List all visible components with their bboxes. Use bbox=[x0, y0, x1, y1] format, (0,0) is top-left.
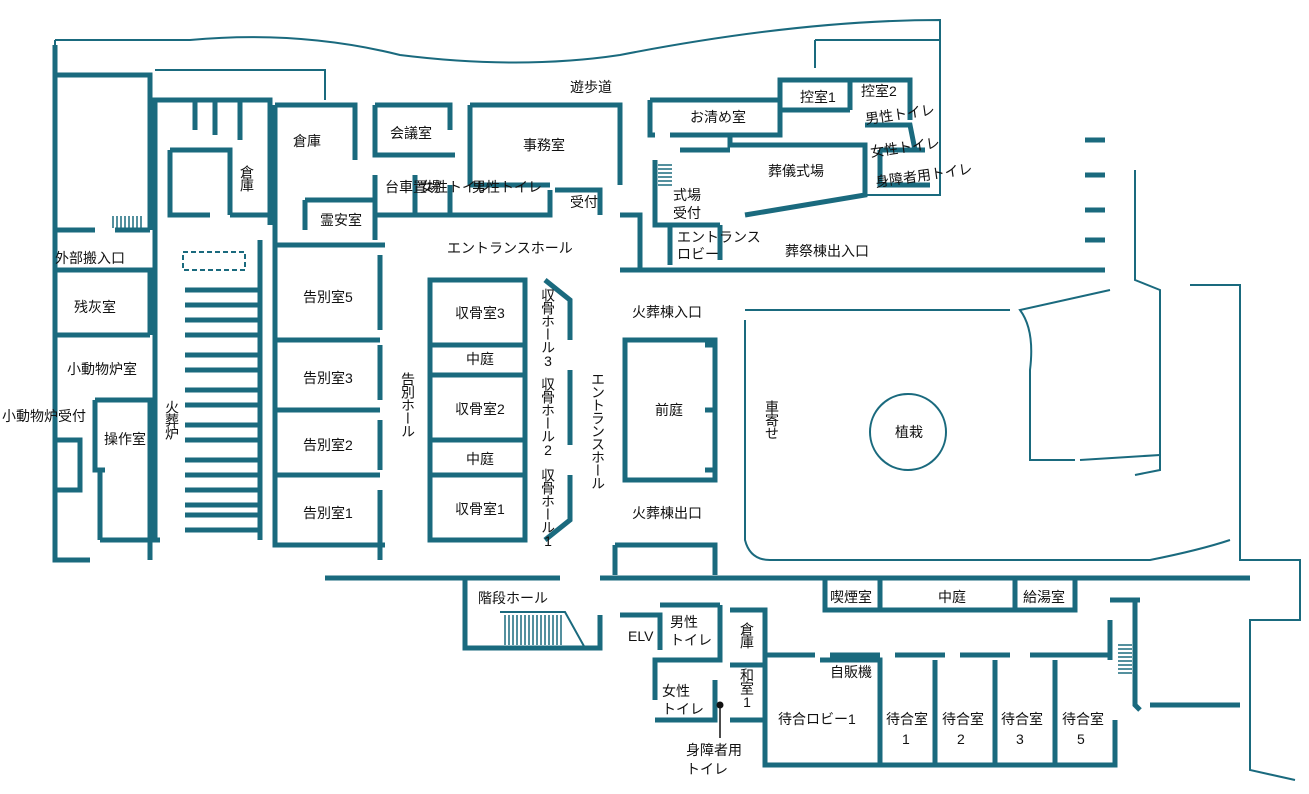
label-waiting-room-3a: 待合室 bbox=[1001, 711, 1043, 727]
label-male-toilet-lower-1: 男性 bbox=[670, 614, 698, 630]
label-operation-room: 操作室 bbox=[104, 431, 146, 447]
label-courtyard-lower: 中庭 bbox=[938, 589, 966, 605]
label-collection-3: 収骨室3 bbox=[455, 305, 505, 321]
label-front-garden: 前庭 bbox=[655, 402, 683, 418]
label-collection-hall-1: 収骨ホール1 bbox=[540, 468, 556, 548]
label-mortuary: 霊安室 bbox=[320, 212, 362, 228]
label-entrance-lobby-2: ロビー bbox=[677, 246, 719, 262]
site-outline bbox=[54, 18, 1301, 781]
label-waiting-room-5a: 待合室 bbox=[1062, 711, 1104, 727]
label-waiting-room-1b: 1 bbox=[902, 731, 910, 747]
label-elv: ELV bbox=[628, 628, 654, 644]
label-cremation-entrance: 火葬棟入口 bbox=[632, 304, 702, 320]
label-walkway: 遊歩道 bbox=[570, 79, 612, 95]
label-farewell-hall: 告別ホール bbox=[400, 372, 416, 437]
label-collection-hall-3: 収骨ホール3 bbox=[540, 288, 556, 368]
label-purification-room: お清め室 bbox=[690, 109, 746, 125]
label-collection-hall-2: 収骨ホール2 bbox=[540, 377, 556, 457]
label-farewell-3: 告別室3 bbox=[303, 370, 353, 386]
label-cart-storage: 台車置場 bbox=[385, 179, 441, 195]
label-ash-room: 残灰室 bbox=[74, 299, 116, 315]
label-waiting-1: 控室1 bbox=[800, 89, 836, 105]
label-vending: 自販機 bbox=[830, 664, 872, 680]
label-farewell-2: 告別室2 bbox=[303, 437, 353, 453]
label-accessible-toilet-lower-2: トイレ bbox=[686, 761, 728, 777]
label-waiting-2: 控室2 bbox=[861, 83, 897, 99]
label-external-entrance: 外部搬入口 bbox=[55, 250, 125, 266]
planting-circle bbox=[869, 393, 947, 471]
label-small-animal-furnace: 小動物炉室 bbox=[67, 361, 137, 377]
label-accessible-toilet-lower-1: 身障者用 bbox=[686, 742, 742, 758]
label-female-toilet-main: 女性トイレ bbox=[420, 179, 490, 195]
label-female-toilet-lower-1: 女性 bbox=[662, 683, 690, 699]
label-ceremony-reception-1: 式場 bbox=[673, 187, 701, 203]
label-waiting-room-5b: 5 bbox=[1077, 731, 1085, 747]
label-stair-hall: 階段ホール bbox=[478, 590, 548, 606]
label-collection-2: 収骨室2 bbox=[455, 401, 505, 417]
label-cremation-exit: 火葬棟出口 bbox=[632, 505, 702, 521]
label-meeting-room: 会議室 bbox=[390, 125, 432, 141]
label-waiting-room-2a: 待合室 bbox=[942, 711, 984, 727]
label-courtyard-b: 中庭 bbox=[466, 451, 494, 467]
label-farewell-5: 告別室5 bbox=[303, 289, 353, 305]
label-male-toilet-lower-2: トイレ bbox=[670, 632, 712, 648]
label-ceremony-reception-2: 受付 bbox=[673, 205, 701, 221]
label-collection-1: 収骨室1 bbox=[455, 501, 505, 517]
label-entrance-hall: エントランスホール bbox=[447, 240, 573, 256]
label-funeral-building-entrance: 葬祭棟出入口 bbox=[785, 243, 869, 259]
label-office: 事務室 bbox=[523, 137, 565, 153]
label-ceremony-hall: 葬儀式場 bbox=[768, 163, 824, 179]
label-waiting-room-1a: 待合室 bbox=[886, 711, 928, 727]
label-planting: 植栽 bbox=[895, 424, 923, 440]
label-waiting-lobby-1: 待合ロビー1 bbox=[778, 711, 856, 727]
cremation-building-walls bbox=[52, 45, 1250, 651]
label-cremation-furnace: 火葬炉 bbox=[164, 400, 180, 440]
stairs bbox=[112, 164, 1132, 674]
label-entrance-hall-vertical: エントランスホール bbox=[590, 372, 606, 489]
label-farewell-1: 告別室1 bbox=[303, 505, 353, 521]
label-male-toilet-main: 男性トイレ bbox=[472, 179, 542, 195]
funeral-building-walls bbox=[647, 77, 1105, 273]
label-courtyard-a: 中庭 bbox=[466, 351, 494, 367]
label-entrance-lobby-1: エントランス bbox=[677, 229, 761, 245]
label-small-animal-reception: 小動物炉受付 bbox=[2, 408, 86, 424]
map-labels: 遊歩道 倉庫 倉庫 会議室 事務室 台車置場 女性トイレ 男性トイレ 受付 霊安… bbox=[2, 79, 1104, 777]
label-waiting-room-2b: 2 bbox=[957, 731, 965, 747]
label-carriage-porch: 車寄せ bbox=[764, 399, 780, 439]
waiting-building-walls bbox=[620, 580, 1240, 768]
label-kitchenette: 給湯室 bbox=[1023, 589, 1065, 605]
label-waiting-room-3b: 3 bbox=[1016, 731, 1024, 747]
label-female-toilet-lower-2: トイレ bbox=[662, 701, 704, 717]
label-warehouse-top: 倉庫 bbox=[293, 133, 321, 149]
label-warehouse-small: 倉庫 bbox=[239, 165, 255, 192]
label-smoking-room: 喫煙室 bbox=[830, 589, 872, 605]
label-warehouse-lower: 倉庫 bbox=[739, 622, 755, 649]
label-female-toilet-funeral: 女性トイレ bbox=[869, 134, 941, 160]
label-reception: 受付 bbox=[570, 194, 598, 210]
label-japanese-room: 和室1 bbox=[739, 668, 755, 709]
